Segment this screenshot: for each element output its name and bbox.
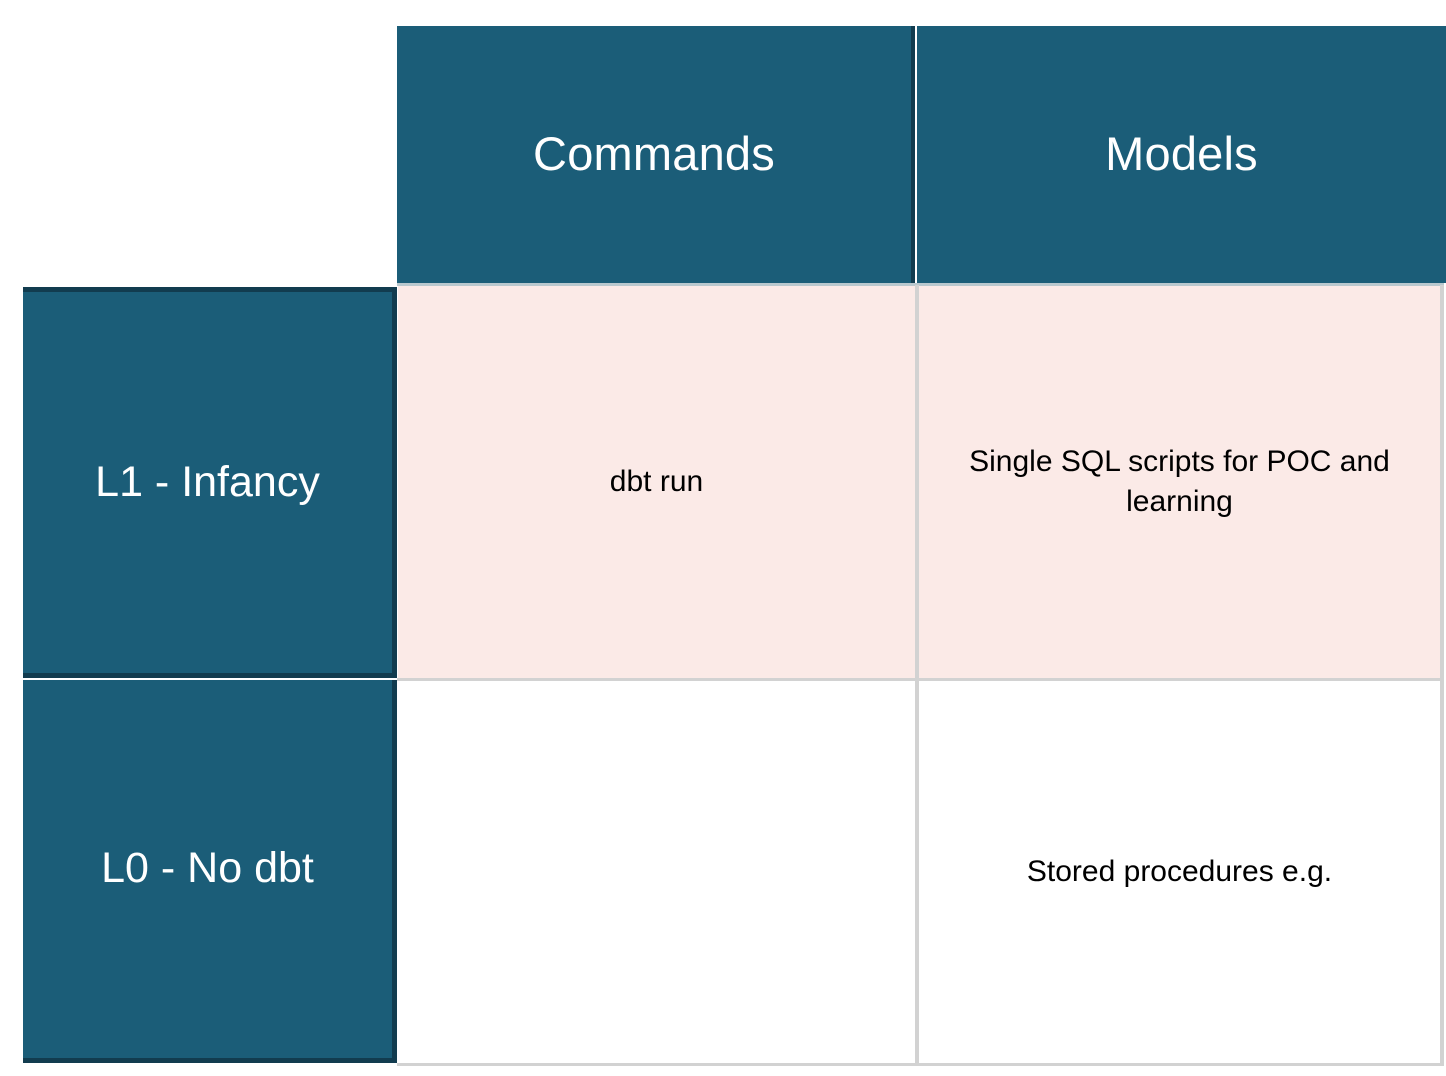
row-label-l0-text: L0 - No dbt: [101, 844, 314, 893]
grid-line-vertical-column-divider: [915, 285, 919, 1063]
column-header-models: Models: [917, 26, 1446, 283]
grid-line-horizontal-header-bottom: [397, 283, 1444, 286]
cell-l1-commands-text: dbt run: [609, 464, 704, 498]
grid-line-horizontal-bottom: [397, 1063, 1444, 1066]
cell-l1-commands: dbt run: [398, 285, 915, 678]
cell-l1-models: Single SQL scripts for POC and learning: [919, 285, 1440, 678]
cell-l0-models: Stored procedures e.g.: [919, 681, 1440, 1063]
column-header-commands-label: Commands: [533, 127, 775, 181]
row-label-l0: L0 - No dbt: [23, 680, 397, 1063]
row-label-l1-text: L1 - Infancy: [95, 457, 320, 506]
column-header-models-label: Models: [1105, 127, 1258, 181]
grid-line-horizontal-row-divider: [397, 678, 1444, 681]
column-header-commands: Commands: [397, 26, 915, 283]
table-corner-cell: [0, 0, 397, 283]
cell-l1-models-text: Single SQL scripts for POC and learning: [969, 444, 1390, 518]
grid-line-vertical-right-edge: [1440, 285, 1444, 1063]
cell-l0-commands: [398, 681, 915, 1063]
row-label-l1: L1 - Infancy: [23, 287, 397, 678]
cell-l0-models-text: Stored procedures e.g.: [1026, 855, 1333, 889]
